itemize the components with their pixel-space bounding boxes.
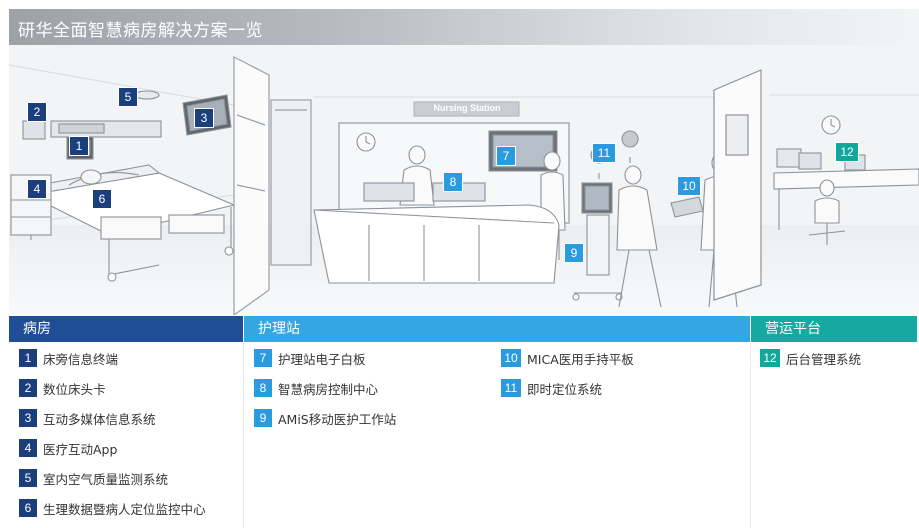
nursing-station-sign: Nursing Station: [433, 103, 501, 113]
item-label: 智慧病房控制中心: [278, 381, 379, 397]
item-number: 12: [760, 349, 780, 367]
scene-marker-11[interactable]: 11: [593, 144, 615, 162]
ward-illustration: Nursing Station 1 2 3 4 5 6 7 8 9 10 11 …: [9, 45, 919, 315]
nursing-item-11[interactable]: 11 即时定位系统: [501, 378, 602, 398]
scene-marker-10[interactable]: 10: [678, 177, 700, 195]
item-number: 1: [19, 349, 37, 367]
ward-item-1[interactable]: 1 床旁信息终端: [19, 348, 118, 368]
ward-item-6[interactable]: 6 生理数据暨病人定位监控中心: [19, 498, 206, 518]
ward-item-2[interactable]: 2 数位床头卡: [19, 378, 106, 398]
item-label: 室内空气质量监测系统: [43, 471, 169, 487]
nursing-item-9[interactable]: 9 AMiS移动医护工作站: [254, 408, 396, 428]
scene-marker-3[interactable]: 3: [195, 109, 213, 127]
scene-marker-4[interactable]: 4: [28, 180, 46, 198]
scene-marker-12[interactable]: 12: [836, 143, 858, 161]
section-header-nursing: 护理站: [244, 316, 750, 342]
ward-scene-drawing: [9, 45, 919, 315]
scene-marker-5[interactable]: 5: [119, 88, 137, 106]
item-label: 后台管理系统: [786, 351, 862, 367]
nursing-item-8[interactable]: 8 智慧病房控制中心: [254, 378, 378, 398]
scene-marker-1[interactable]: 1: [70, 137, 88, 155]
ward-item-3[interactable]: 3 互动多媒体信息系统: [19, 408, 156, 428]
column-divider: [750, 342, 751, 528]
operations-item-12[interactable]: 12 后台管理系统: [760, 348, 861, 368]
scene-marker-9[interactable]: 9: [565, 244, 583, 262]
item-number: 8: [254, 379, 272, 397]
item-number: 5: [19, 469, 37, 487]
column-divider: [243, 342, 244, 528]
ward-item-5[interactable]: 5 室内空气质量监测系统: [19, 468, 168, 488]
item-number: 9: [254, 409, 272, 427]
nursing-item-10[interactable]: 10 MICA医用手持平板: [501, 348, 634, 368]
item-number: 10: [501, 349, 521, 367]
item-number: 2: [19, 379, 37, 397]
item-label: 互动多媒体信息系统: [43, 411, 156, 427]
item-number: 6: [19, 499, 37, 517]
item-number: 4: [19, 439, 37, 457]
item-label: 生理数据暨病人定位监控中心: [43, 501, 206, 517]
item-label: 数位床头卡: [43, 381, 106, 397]
section-header-ward: 病房: [9, 316, 243, 342]
item-label: 护理站电子白板: [278, 351, 366, 367]
item-label: 床旁信息终端: [43, 351, 119, 367]
item-number: 7: [254, 349, 272, 367]
item-number: 11: [501, 379, 521, 397]
item-label: MICA医用手持平板: [527, 351, 634, 367]
page-title: 研华全面智慧病房解决方案一览: [18, 21, 263, 41]
item-label: AMiS移动医护工作站: [278, 411, 397, 427]
item-label: 即时定位系统: [527, 381, 603, 397]
ward-item-4[interactable]: 4 医疗互动App: [19, 438, 117, 458]
nursing-item-7[interactable]: 7 护理站电子白板: [254, 348, 366, 368]
item-number: 3: [19, 409, 37, 427]
scene-marker-7[interactable]: 7: [497, 147, 515, 165]
section-header-operations: 营运平台: [751, 316, 917, 342]
scene-marker-8[interactable]: 8: [444, 173, 462, 191]
item-label: 医疗互动App: [43, 441, 118, 457]
scene-marker-6[interactable]: 6: [93, 190, 111, 208]
scene-marker-2[interactable]: 2: [28, 103, 46, 121]
title-bar: 研华全面智慧病房解决方案一览: [9, 9, 919, 45]
